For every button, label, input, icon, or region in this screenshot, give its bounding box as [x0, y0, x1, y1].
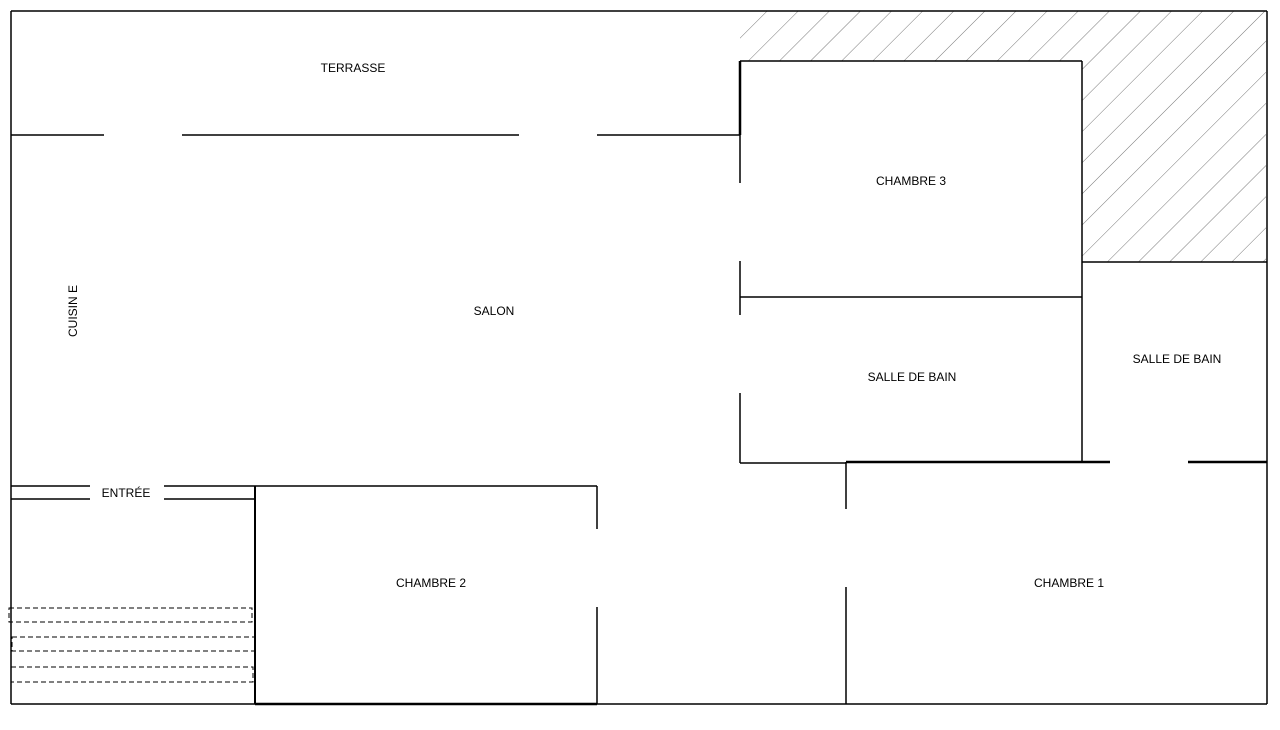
room-label-cuisine: CUISIN E — [66, 285, 80, 337]
hatched-void-area — [740, 11, 1266, 262]
room-label-chambre-1: CHAMBRE 1 — [1034, 576, 1104, 590]
room-label-terrasse: TERRASSE — [321, 61, 386, 75]
interior-walls — [11, 60, 1267, 706]
stairs — [8, 607, 256, 683]
room-label-entree: ENTRÉE — [102, 485, 151, 500]
outer-walls — [10, 10, 1268, 705]
room-label-salle-de-bain-2: SALLE DE BAIN — [1133, 352, 1222, 366]
room-label-salle-de-bain-1: SALLE DE BAIN — [868, 370, 957, 384]
room-label-chambre-2: CHAMBRE 2 — [396, 576, 466, 590]
room-label-salon: SALON — [474, 304, 515, 318]
room-label-chambre-3: CHAMBRE 3 — [876, 174, 946, 188]
